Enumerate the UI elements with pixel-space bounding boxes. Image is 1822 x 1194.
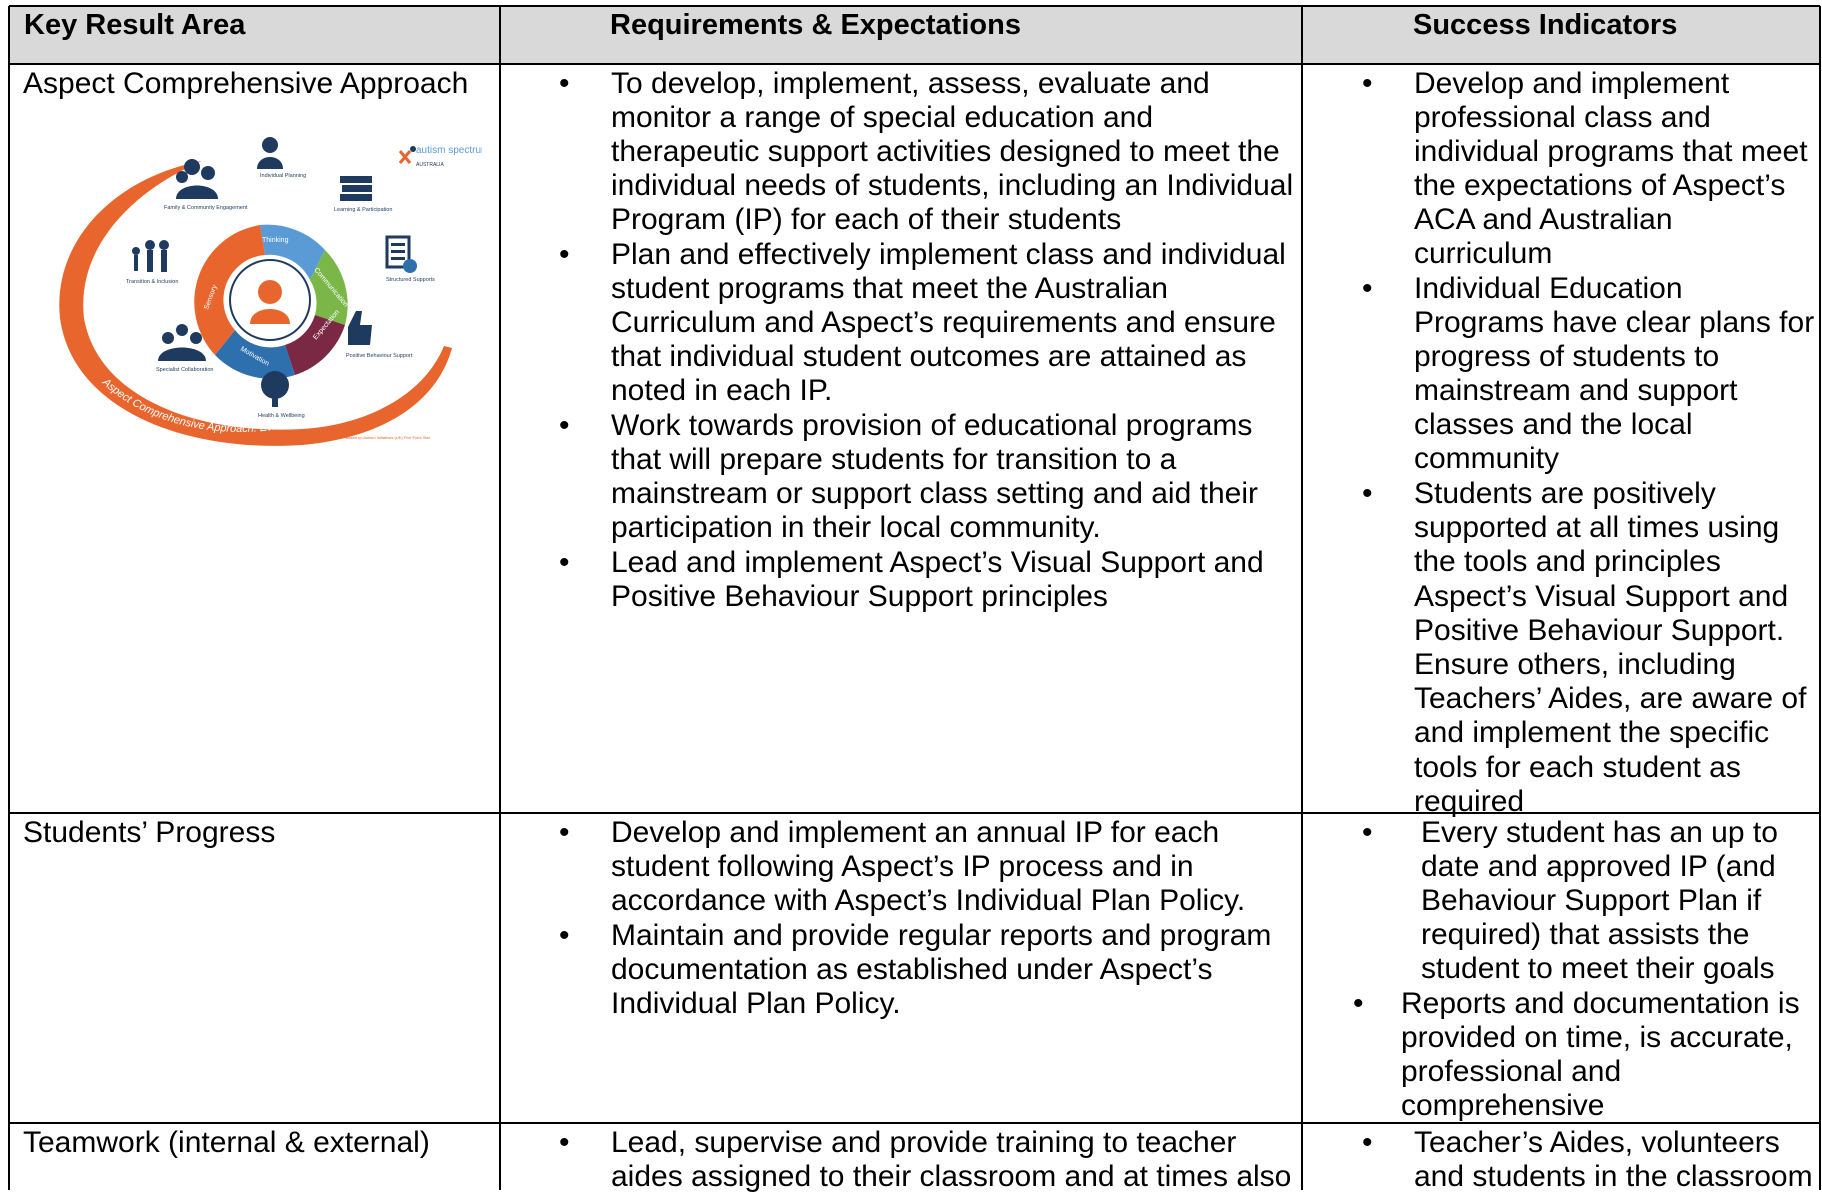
- list-item: Develop and implement professional class…: [1303, 67, 1819, 271]
- list-item: Individual Education Programs have clear…: [1303, 272, 1819, 476]
- header-key-result-area: Key Result Area: [24, 9, 246, 41]
- item-label: Family & Community Engagement: [164, 205, 248, 211]
- list-item: Maintain and provide regular reports and…: [501, 919, 1301, 1021]
- row-teamwork-area: Teamwork (internal & external): [23, 1126, 430, 1159]
- item-label: Health & Wellbeing: [258, 413, 305, 419]
- family-icon: [176, 159, 218, 199]
- list-item: Work towards provision of educational pr…: [501, 409, 1301, 545]
- diagram-footnote: *Based on Autism Initiatives (UK) Five P…: [344, 435, 431, 440]
- tree-icon: [261, 371, 289, 407]
- row-teamwork-requirements: Lead, supervise and provide training to …: [501, 1126, 1301, 1194]
- item-label: Positive Behaviour Support: [346, 353, 413, 359]
- item-label: Individual Planning: [260, 173, 306, 179]
- indicators-list: Every student has an up to date and appr…: [1303, 816, 1819, 1123]
- requirements-list: Develop and implement an annual IP for e…: [501, 816, 1301, 1021]
- surrounding-icons: [132, 137, 417, 407]
- ring-label: Thinking: [262, 237, 289, 244]
- list-item: Develop and implement an annual IP for e…: [501, 816, 1301, 918]
- thumbs-up-icon: [348, 311, 372, 345]
- item-labels: Individual Planning Learning & Participa…: [126, 173, 435, 419]
- header-success-indicators: Success Indicators: [1413, 9, 1678, 41]
- books-icon: [340, 176, 372, 201]
- row-aspect-indicators: Develop and implement professional class…: [1303, 67, 1819, 819]
- item-label: Transition & Inclusion: [126, 279, 178, 285]
- item-label: Learning & Participation: [334, 207, 392, 213]
- checklist-icon: [385, 235, 417, 273]
- header-requirements: Requirements & Expectations: [610, 9, 1021, 41]
- row-progress-indicators: Every student has an up to date and appr…: [1303, 816, 1819, 1123]
- person-icon: [257, 137, 283, 169]
- group-icon: [158, 324, 206, 361]
- row-teamwork-indicators: Teacher’s Aides, volunteers and students…: [1303, 1126, 1819, 1194]
- row-progress-area: Students’ Progress: [23, 816, 276, 849]
- indicators-list: Teacher’s Aides, volunteers and students…: [1303, 1126, 1819, 1194]
- logo-subtext: AUSTRALIA: [416, 162, 444, 168]
- logo-text: autism spectrum: [416, 145, 482, 156]
- row-aspect-requirements: To develop, implement, assess, evaluate …: [501, 67, 1301, 614]
- aca-diagram: autism spectrum AUSTRALIA Thinking Commu…: [52, 133, 482, 446]
- requirements-list: Lead, supervise and provide training to …: [501, 1126, 1301, 1194]
- row-progress-requirements: Develop and implement an annual IP for e…: [501, 816, 1301, 1021]
- item-label: Structured Supports: [386, 277, 435, 283]
- autism-spectrum-logo: autism spectrum AUSTRALIA: [398, 145, 482, 168]
- list-item: Lead and implement Aspect’s Visual Suppo…: [501, 546, 1301, 614]
- list-item: Plan and effectively implement class and…: [501, 238, 1301, 408]
- header-row-background: [9, 6, 1820, 64]
- list-item: Every student has an up to date and appr…: [1303, 816, 1819, 986]
- list-item: Reports and documentation is provided on…: [1303, 987, 1819, 1123]
- list-item: Lead, supervise and provide training to …: [501, 1126, 1301, 1194]
- requirements-list: To develop, implement, assess, evaluate …: [501, 67, 1301, 614]
- indicators-list: Develop and implement professional class…: [1303, 67, 1819, 819]
- item-label: Specialist Collaboration: [156, 367, 213, 373]
- five-point-star: Thinking Communication Expectation Motiv…: [194, 224, 349, 379]
- people-holding-hands-icon: [132, 240, 169, 272]
- row-aspect-area: Aspect Comprehensive Approach: [23, 67, 469, 100]
- list-item: Students are positively supported at all…: [1303, 477, 1819, 819]
- list-item: To develop, implement, assess, evaluate …: [501, 67, 1301, 237]
- list-item: Teacher’s Aides, volunteers and students…: [1303, 1126, 1819, 1194]
